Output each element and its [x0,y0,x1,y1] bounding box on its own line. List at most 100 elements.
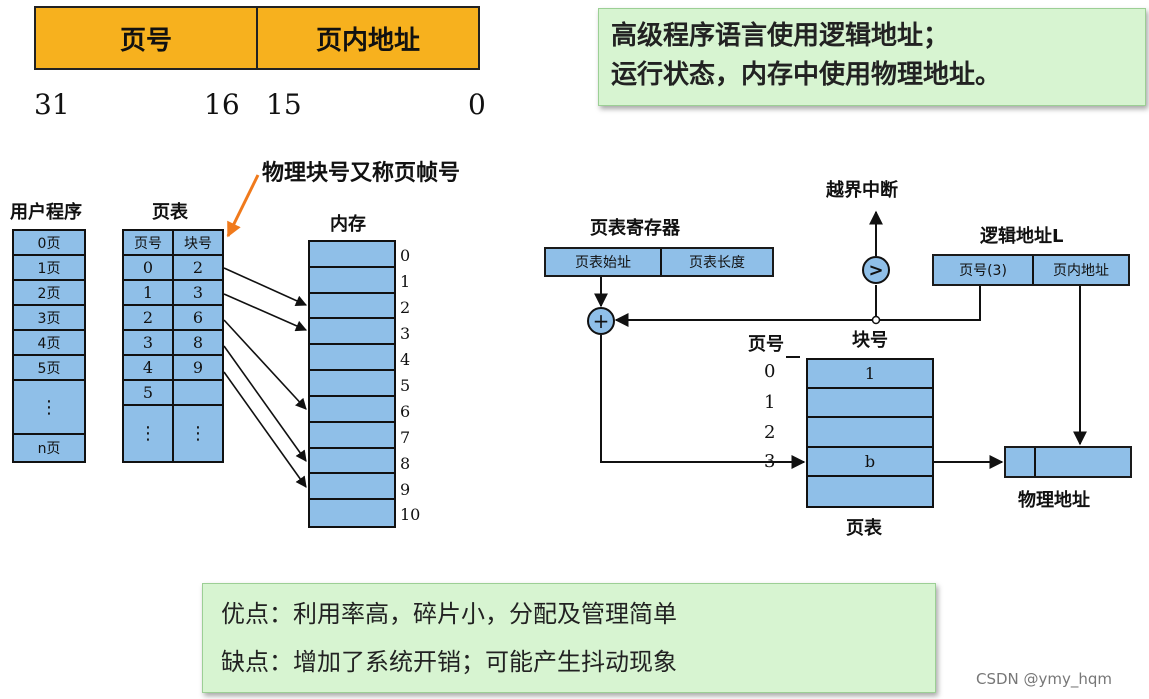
page-table-header: 页号 [124,231,174,256]
page-table-left: 页号 块号 0 2 1 3 2 6 3 8 4 9 5 ⋮ ⋮ [122,229,224,463]
logical-address-offset: 页内地址 [1053,263,1109,279]
memory-block-number: 3 [400,324,411,343]
memory-block [310,345,394,372]
page-table-cell: 0 [124,256,174,281]
register-field-base: 页表始址 [546,249,662,275]
mapping-arrow-page-2 [223,319,307,410]
bit-label-31: 31 [34,88,70,121]
page-table-right-cell [808,418,932,448]
physical-address [1004,446,1132,478]
page-table-cell: 1 [124,281,174,306]
memory-block-number: 7 [400,428,411,447]
page-table-right-title: 页表 [846,518,882,539]
adder-circle: + [587,307,615,335]
page-index: 1 [764,392,776,413]
memory-block-number: 4 [400,350,411,369]
page-index: 0 [764,361,776,382]
page-table-ellipsis: ⋮ [124,406,174,461]
adder-symbol: + [592,309,610,333]
address-field-page-offset-label: 页内地址 [315,25,420,56]
memory-block [310,423,394,449]
user-page: n页 [37,441,61,457]
memory-blocks [308,240,396,528]
logical-address-page-number: 页号(3) [934,256,1034,284]
memory-block-number: 10 [400,505,421,524]
page-number-to-adder [614,286,981,327]
bit-label-15: 15 [266,88,302,121]
user-page: 3页 [14,306,84,331]
user-page: 1页 [14,256,84,281]
block-number-label: 块号 [852,330,888,351]
memory-block-number: 0 [400,246,411,265]
page-table-cell: 6 [174,306,222,331]
note-line-2: 运行状态，内存中使用物理地址。 [611,60,1002,90]
address-field-page-number: 页号 [34,6,258,70]
logical-address: 页号(3) 页内地址 [932,254,1130,286]
user-page: 2页 [14,281,84,306]
page-table-register: 页表始址 页表长度 [544,247,774,277]
memory-title: 内存 [330,214,366,235]
logical-physical-note: 高级程序语言使用逻辑地址； 运行状态，内存中使用物理地址。 [598,8,1146,106]
page-table-cell: 2 [124,306,174,331]
memory-block [310,319,394,346]
memory-block-number: 8 [400,454,411,473]
pros-text: 优点：利用率高，碎片小，分配及管理简单 [221,600,677,628]
memory-block [310,294,394,320]
mapping-arrow-page-3 [223,345,307,462]
user-program-title: 用户程序 [10,202,82,223]
page-table-cell: 4 [124,356,174,381]
physical-address-label: 物理地址 [1018,490,1090,511]
register-field-length: 页表长度 [689,255,745,271]
page-index: 2 [764,422,776,443]
pros-cons-box: 优点：利用率高，碎片小，分配及管理简单 缺点：增加了系统开销；可能产生抖动现象 [202,583,936,693]
bit-label-16: 16 [204,88,240,121]
memory-block-number: 5 [400,376,411,395]
mapping-arrow-page-1 [223,293,308,332]
junction-dot [871,315,881,325]
comparator-symbol: > [868,259,884,281]
memory-block [310,371,394,397]
user-program-pages: 0页 1页 2页 3页 4页 5页 ⋮ n页 [12,229,86,463]
memory-block [310,474,394,501]
page-table-cell [174,381,222,406]
mapping-arrow-page-4 [223,371,307,488]
comparator-circle: > [862,256,890,284]
page-table-register-title: 页表寄存器 [590,218,680,239]
memory-block [310,242,394,268]
page-table-right-cell: b [808,448,932,477]
page-table-right-cell: 1 [808,360,932,390]
memory-block [310,449,394,475]
adder-to-page-table [600,335,806,469]
page-table-cell: 2 [174,256,222,281]
memory-block-number: 9 [400,480,411,499]
user-page-ellipsis: ⋮ [14,381,84,435]
physical-address-frame [1006,448,1036,476]
mapping-arrow-page-0 [223,267,308,306]
page-number-label: 页号 [748,334,784,355]
page-table-cell: 9 [174,356,222,381]
memory-block [310,268,394,294]
page-table-cell: 8 [174,331,222,356]
cons-text: 缺点：增加了系统开销；可能产生抖动现象 [221,648,677,676]
page-table-cell: 5 [124,381,174,406]
watermark: CSDN @ymy_hqm [976,670,1113,688]
memory-block-number: 1 [400,272,411,291]
memory-block [310,397,394,423]
frame-number-annotation: 物理块号又称页帧号 [262,160,461,186]
page-table-cell: 3 [174,281,222,306]
page-table-cell: 3 [124,331,174,356]
logical-address-title: 逻辑地址L [980,226,1064,247]
page-table-ellipsis: ⋮ [189,423,207,444]
bit-label-0: 0 [468,88,486,121]
address-field-page-number-label: 页号 [119,25,172,56]
address-field-page-offset: 页内地址 [256,6,480,70]
memory-block-number: 2 [400,298,411,317]
note-line-1: 高级程序语言使用逻辑地址； [611,21,950,51]
annotation-arrow [226,174,260,238]
page-table-left-title: 页表 [152,202,188,223]
page-table-header: 块号 [174,231,222,256]
user-page: 5页 [14,356,84,381]
user-page: 4页 [14,331,84,356]
page-table-right: 1 b [806,358,934,508]
